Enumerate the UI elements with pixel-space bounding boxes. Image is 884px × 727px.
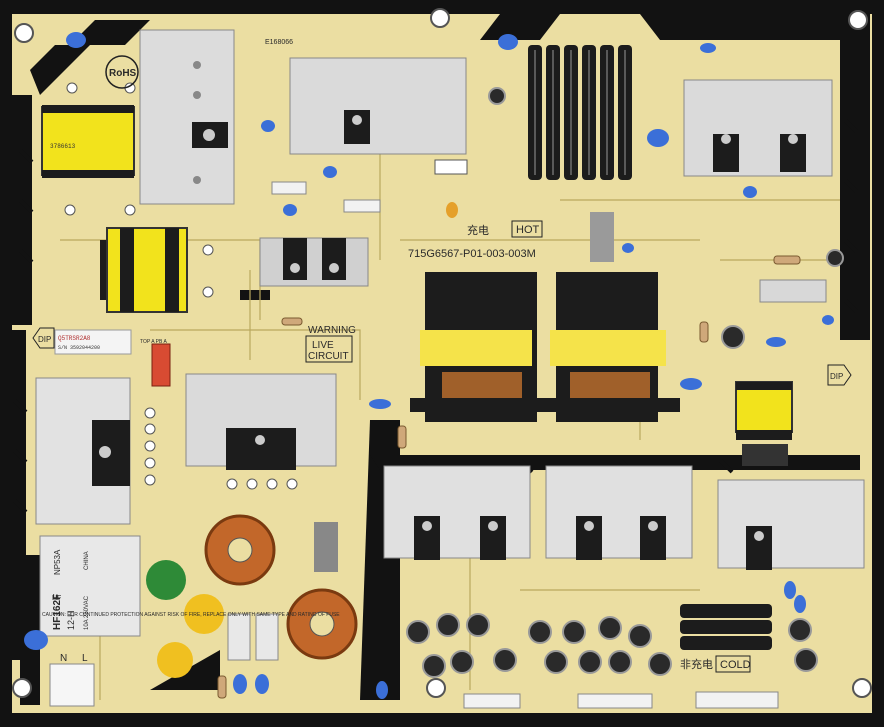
dip-arrow-left [32, 327, 55, 349]
circuit-label: CIRCUIT [308, 351, 349, 362]
dip-right-label: DIP [830, 372, 843, 381]
output-capacitors [680, 604, 772, 650]
l-label: L [82, 653, 88, 664]
relay-code: 12-H [66, 610, 76, 630]
toroid-lower [286, 588, 358, 660]
fuse-caution: CAUTION: FOR CONTINUED PROTECTION AGAINS… [42, 612, 340, 618]
connector-3 [695, 691, 779, 709]
ac-connector [49, 663, 95, 707]
heatsink-small-right [759, 279, 827, 303]
grey-cap [314, 522, 338, 572]
relay-sub: NP53A [53, 549, 62, 575]
heatsink-top-right [683, 79, 833, 177]
white-resistor-2 [343, 199, 381, 213]
dip-arrow-right [827, 364, 852, 386]
fuse-red [151, 343, 171, 387]
varistor-green [146, 560, 186, 600]
cold-label: COLD [720, 659, 751, 671]
svg-text:S/N 3592044200: S/N 3592044200 [58, 345, 100, 351]
film-cap-1 [227, 613, 251, 661]
heatsink-small-center [259, 237, 369, 287]
heatsink-top-center [289, 57, 467, 155]
warning-label: WARNING [308, 325, 356, 336]
y-cap-yellow-2 [157, 642, 193, 678]
no-charge-label: 非充电 [680, 657, 713, 671]
blue-capacitors [24, 32, 834, 699]
dip-left-label: DIP [38, 335, 51, 344]
heatsink-low-1 [383, 465, 531, 559]
relay [39, 535, 141, 637]
rohs-stamp: RoHS [105, 55, 139, 89]
relay-brand: HF [52, 595, 61, 602]
film-cap-2 [255, 613, 279, 661]
rohs-label: RoHS [109, 68, 137, 79]
relay-rating: 10A 250VAC [84, 595, 90, 630]
y-cap-yellow-1 [184, 594, 224, 634]
charge-label: 充电 [467, 223, 489, 237]
connector-2 [577, 693, 653, 709]
serial-sticker [54, 329, 132, 355]
small-capacitors [406, 87, 844, 678]
relay-china: CHINA [84, 551, 90, 570]
grey-block [590, 212, 614, 262]
heatsink-low-2 [545, 465, 693, 559]
capacitor-bank [528, 45, 632, 180]
white-resistor [271, 181, 307, 195]
live-label: LIVE [312, 340, 334, 351]
toroid-upper [204, 514, 276, 586]
heatsink-top-left [139, 29, 235, 205]
transformer-t1 [41, 106, 135, 176]
svg-text:Q5TRSR2A8: Q5TRSR2A8 [58, 335, 91, 342]
mounting-holes [12, 8, 872, 698]
ul-code: E168066 [265, 39, 293, 46]
relay-model: HF162F [52, 594, 63, 630]
n-label: N [60, 653, 67, 664]
orange-cap [446, 202, 458, 218]
part-number: 715G6567-P01-003-003M [408, 248, 536, 260]
hot-label: HOT [516, 224, 540, 236]
connector-1 [463, 693, 521, 709]
svg-text:3786613: 3786613 [50, 143, 76, 150]
top-label: TOP A PB A [140, 339, 167, 345]
main-transformer-right [540, 272, 680, 422]
heatsink-low-3 [717, 479, 865, 569]
resistors [217, 255, 801, 699]
main-transformer-left [410, 272, 550, 422]
